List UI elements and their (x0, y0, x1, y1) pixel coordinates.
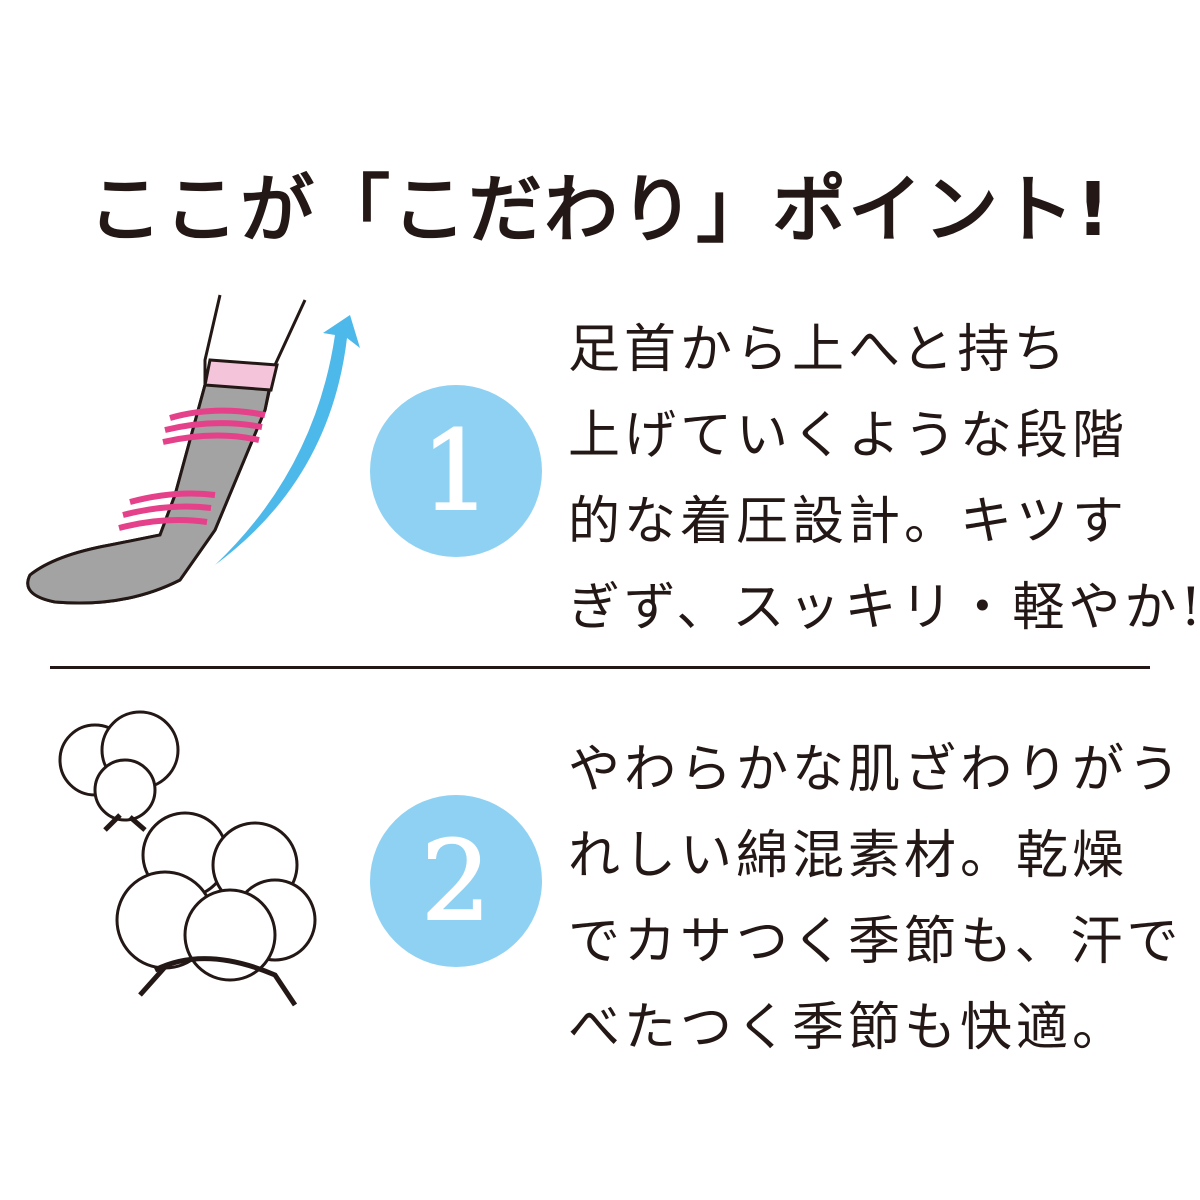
page-title: ここが「こだわり」ポイント! (88, 167, 1112, 253)
point-description: やわらかな肌ざわりがう れしい綿混素材。乾燥 でカサつく季節も、汗で べたつく季… (568, 727, 1184, 1071)
text-line: れしい綿混素材。乾燥 (568, 826, 1129, 886)
point-number: 1 (420, 406, 492, 536)
cotton-icon (58, 710, 317, 1007)
text-line: ぎず、スッキリ・軽やか! (568, 578, 1200, 638)
text-line: 的な着圧設計。キツす (568, 492, 1129, 552)
text-line: 足首から上へと持ち (568, 320, 1070, 380)
compression-sock-icon (26, 294, 360, 605)
text-line: でカサつく季節も、汗で (568, 912, 1183, 972)
point-number: 2 (420, 816, 492, 946)
divider (50, 666, 1150, 669)
text-line: やわらかな肌ざわりがう (568, 740, 1185, 800)
point-description: 足首から上へと持ち 上げていくような段階 的な着圧設計。キツす ぎず、スッキリ・… (568, 307, 1200, 651)
point-number-badge: 1 (370, 385, 542, 557)
point-number-badge: 2 (370, 795, 542, 967)
text-line: べたつく季節も快適。 (568, 998, 1129, 1058)
text-line: 上げていくような段階 (568, 406, 1129, 466)
